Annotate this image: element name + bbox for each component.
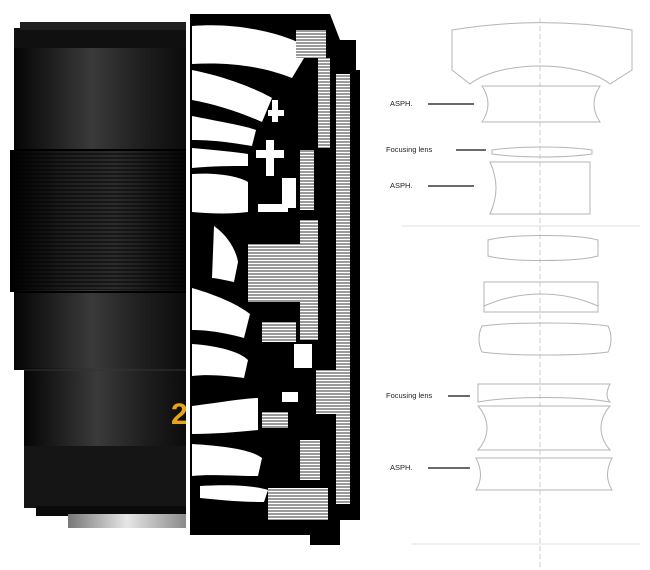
aperture-section <box>24 368 186 448</box>
section-element <box>192 25 310 78</box>
section-element <box>272 100 278 122</box>
cutaway-section <box>186 14 360 545</box>
callout-asph-1: ASPH. <box>390 99 413 108</box>
section-element <box>192 398 258 434</box>
front-ring <box>14 28 186 50</box>
element-6 <box>483 281 599 313</box>
section-element <box>192 444 262 476</box>
section-element <box>192 288 250 338</box>
element-7 <box>478 322 612 356</box>
lens-element-outlines <box>451 22 633 491</box>
section-element <box>192 148 248 168</box>
mount-ring <box>68 514 186 528</box>
section-element <box>192 344 248 378</box>
element-3 <box>491 146 593 158</box>
optical-axis <box>402 18 640 568</box>
element-9 <box>476 405 612 451</box>
element-8 <box>477 383 612 403</box>
element-5 <box>487 235 599 261</box>
section-element <box>258 204 288 212</box>
callout-focusing-lens-2: Focusing lens <box>386 391 433 400</box>
lens-body: 2 <box>10 22 188 528</box>
rear-barrel <box>24 446 186 508</box>
lens-barrel-lower <box>14 290 186 370</box>
lens-barrel-upper <box>14 48 186 152</box>
callout-lines <box>428 103 486 469</box>
callout-asph-2: ASPH. <box>390 181 413 190</box>
section-element <box>192 173 248 214</box>
section-element <box>200 485 268 502</box>
focal-length-engraving: 2 <box>171 398 188 431</box>
section-element <box>192 70 272 122</box>
callout-focusing-lens-1: Focusing lens <box>386 145 433 154</box>
element-10 <box>475 457 613 491</box>
hatched-mount-section <box>248 30 350 520</box>
section-element <box>192 116 256 146</box>
callout-asph-3: ASPH. <box>390 463 413 472</box>
lens-elements-section <box>192 25 312 502</box>
section-element <box>212 226 238 282</box>
element-6-surface <box>483 293 599 307</box>
section-element <box>282 392 298 402</box>
section-element <box>294 344 312 368</box>
element-1 <box>451 22 633 85</box>
element-4 <box>489 161 591 215</box>
section-element <box>282 178 296 208</box>
element-2 <box>481 85 601 123</box>
section-element <box>266 140 274 176</box>
